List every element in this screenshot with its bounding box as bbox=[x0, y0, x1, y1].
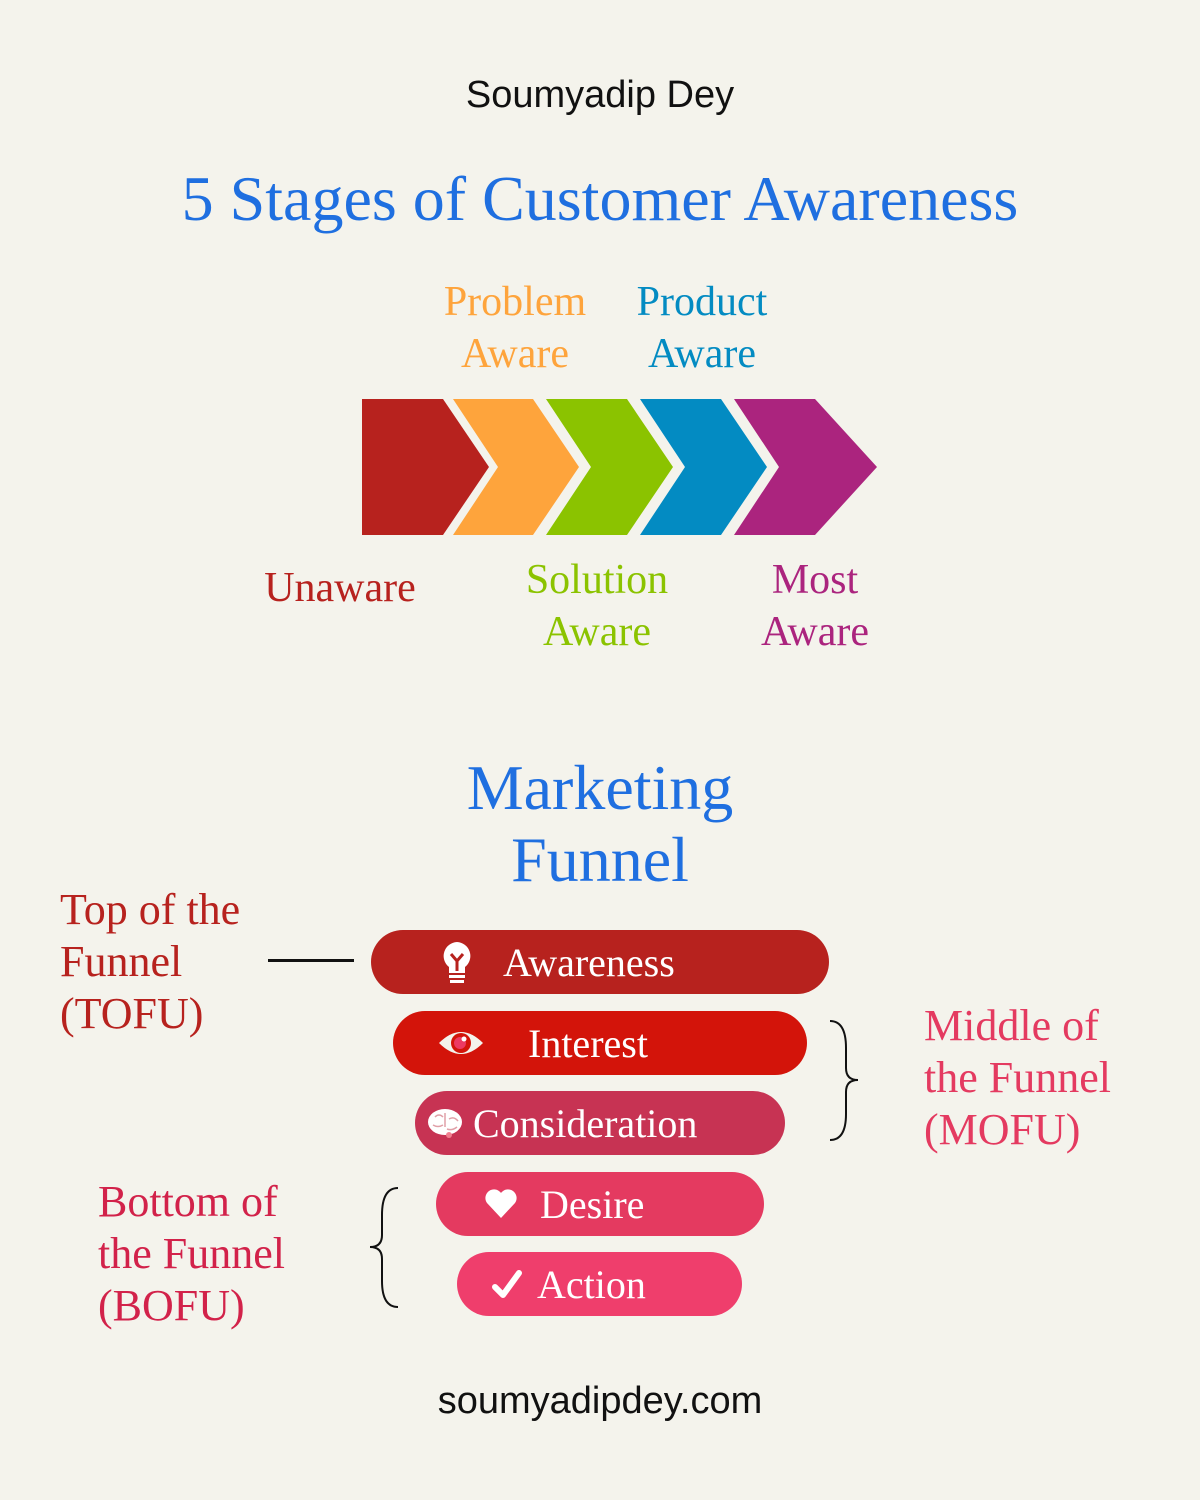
stage-label: Aware bbox=[647, 331, 757, 377]
level-label: Awareness bbox=[503, 939, 675, 985]
tofu-line: (TOFU) bbox=[60, 989, 204, 1038]
author-name: Soumyadip Dey bbox=[465, 74, 735, 116]
stage-solution-aware: Solution Aware bbox=[497, 554, 697, 658]
stage-unaware: Unaware bbox=[240, 562, 440, 614]
mofu-brace-icon bbox=[829, 1020, 859, 1141]
stage-label: Aware bbox=[542, 609, 652, 655]
bofu-line: the Funnel bbox=[98, 1229, 285, 1278]
stage-label: Solution bbox=[525, 557, 669, 603]
bofu-line: (BOFU) bbox=[98, 1281, 245, 1330]
funnel-level-desire: Desire bbox=[436, 1172, 764, 1236]
level-label: Desire bbox=[540, 1181, 645, 1227]
funnel-level-consideration: Consideration bbox=[415, 1091, 785, 1155]
funnel-level-interest: Interest bbox=[393, 1011, 807, 1075]
stage-label: Aware bbox=[760, 609, 870, 655]
funnel-level-awareness: Awareness bbox=[371, 930, 829, 994]
funnel-title: Marketing Funnel bbox=[0, 752, 1200, 896]
lightbulb-icon bbox=[439, 940, 475, 986]
stage-most-aware: Most Aware bbox=[715, 554, 915, 658]
mofu-label: Middle of the Funnel (MOFU) bbox=[924, 1000, 1111, 1156]
eye-icon bbox=[437, 1027, 485, 1059]
stage-product-aware: Product Aware bbox=[602, 276, 802, 380]
checkmark-icon bbox=[491, 1268, 523, 1300]
chevron-product-aware bbox=[640, 399, 767, 535]
level-label: Interest bbox=[528, 1020, 648, 1066]
heart-icon bbox=[484, 1188, 518, 1220]
stage-label: Product bbox=[636, 279, 768, 325]
page-title: 5 Stages of Customer Awareness bbox=[181, 163, 1019, 234]
awareness-chevrons bbox=[362, 399, 877, 535]
mofu-line: the Funnel bbox=[924, 1053, 1111, 1102]
tofu-line: Funnel bbox=[60, 937, 183, 986]
funnel-title-line: Marketing bbox=[466, 752, 734, 823]
mofu-line: Middle of bbox=[924, 1001, 1099, 1050]
stage-label: Most bbox=[771, 557, 859, 603]
funnel-title-line: Funnel bbox=[511, 824, 689, 895]
mofu-line: (MOFU) bbox=[924, 1105, 1081, 1154]
bofu-brace-icon bbox=[369, 1187, 399, 1308]
stage-label: Aware bbox=[460, 331, 570, 377]
bofu-line: Bottom of bbox=[98, 1177, 278, 1226]
funnel-level-action: Action bbox=[457, 1252, 742, 1316]
level-label: Action bbox=[537, 1261, 646, 1307]
chevron-solution-aware bbox=[546, 399, 673, 535]
stage-label: Problem bbox=[443, 279, 587, 325]
chevron-most-aware bbox=[734, 399, 877, 535]
chevron-problem-aware bbox=[453, 399, 579, 535]
stage-problem-aware: Problem Aware bbox=[415, 276, 615, 380]
website-url: soumyadipdey.com bbox=[437, 1380, 763, 1422]
tofu-connector-line bbox=[268, 959, 354, 962]
tofu-label: Top of the Funnel (TOFU) bbox=[60, 884, 240, 1040]
stage-label: Unaware bbox=[264, 565, 416, 611]
brain-icon bbox=[427, 1107, 463, 1139]
bofu-label: Bottom of the Funnel (BOFU) bbox=[98, 1176, 285, 1332]
chevron-unaware bbox=[362, 399, 489, 535]
level-label: Consideration bbox=[473, 1100, 698, 1146]
tofu-line: Top of the bbox=[60, 885, 241, 934]
